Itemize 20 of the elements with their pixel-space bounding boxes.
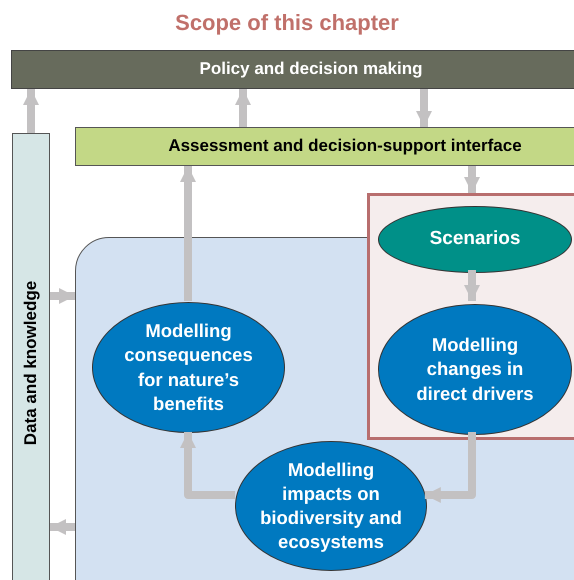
arrow	[416, 89, 432, 127]
arrow	[464, 270, 480, 301]
arrow	[50, 519, 75, 535]
scope-frame	[367, 193, 574, 440]
arrow	[464, 166, 480, 193]
model-ellipse: Modelling consequences for nature’s benefits	[92, 302, 285, 433]
arrow	[180, 166, 196, 301]
arrow	[50, 288, 75, 304]
arrow	[424, 432, 476, 503]
data-knowledge-bar	[12, 133, 50, 580]
bar-label: Data and knowledge	[20, 280, 41, 446]
title: Scope of this chapter	[174, 10, 400, 36]
model-ellipse: Modelling changes in direct drivers	[378, 304, 572, 435]
policy-bar: Policy and decision making	[11, 50, 574, 89]
scenarios-ellipse: Scenarios	[378, 206, 572, 273]
model-ellipse: Modelling impacts on biodiversity and ecosystems	[235, 441, 427, 571]
arrow	[23, 89, 39, 133]
interface-bar: Assessment and decision-support interface	[75, 127, 574, 166]
arrow	[235, 89, 251, 127]
arrow	[180, 432, 236, 499]
